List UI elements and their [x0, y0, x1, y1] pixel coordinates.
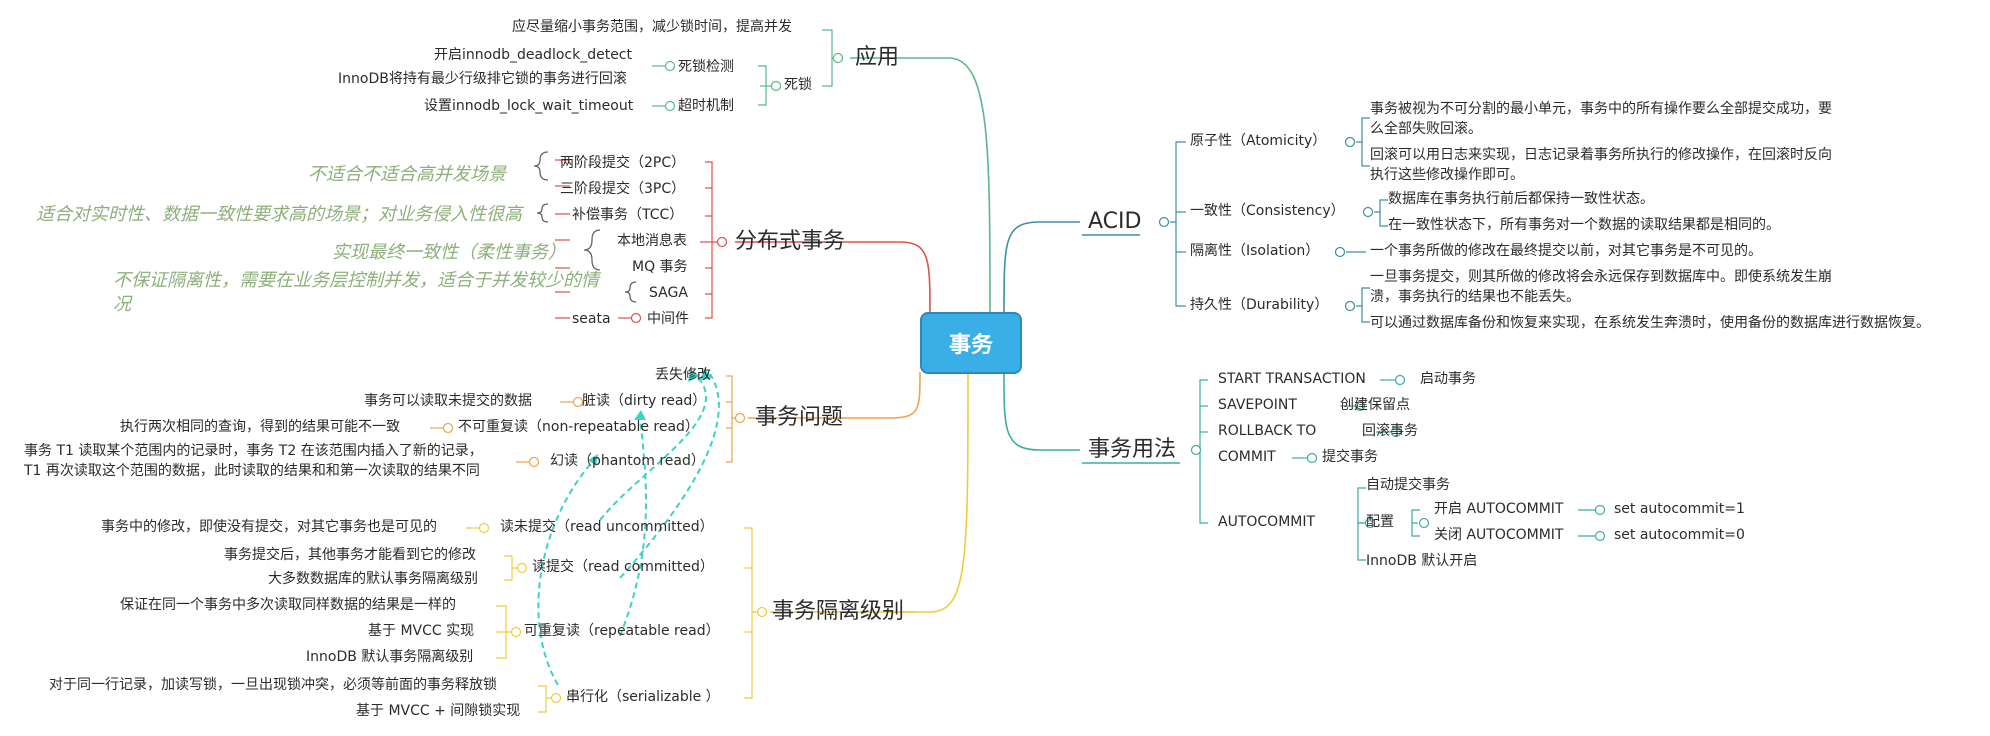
dist-saga[interactable]: SAGA [649, 285, 688, 301]
branch-isolation[interactable]: 事务隔离级别 [772, 599, 905, 624]
app-detect-label[interactable]: 死锁检测 [678, 59, 734, 75]
acid-durability-desc-3[interactable]: 可以通过数据库备份和恢复来实现，在系统发生奔溃时，使用备份的数据库进行数据恢复。 [1370, 315, 1930, 331]
usage-autocommit-on-value[interactable]: set autocommit=1 [1614, 501, 1745, 517]
acid-durability-desc-1[interactable]: 一旦事务提交，则其所做的修改将会永远保存到数据库中。即使系统发生崩 [1370, 269, 1832, 285]
usage-autocommit-off-value[interactable]: set autocommit=0 [1614, 527, 1745, 543]
acid-isolation-desc[interactable]: 一个事务所做的修改在最终提交以前，对其它事务是不可见的。 [1370, 243, 1762, 259]
acid-durability-desc-2[interactable]: 溃，事务执行的结果也不能丢失。 [1370, 289, 1580, 305]
app-timeout-opt[interactable]: 设置innodb_lock_wait_timeout [424, 98, 634, 114]
connector-usage [1003, 373, 1080, 451]
app-detect-opt1[interactable]: 开启innodb_deadlock_detect [434, 47, 632, 63]
prob-dirty-desc[interactable]: 事务可以读取未提交的数据 [364, 393, 532, 409]
usage-config[interactable]: 配置 [1366, 514, 1394, 530]
acid-isolation[interactable]: 隔离性（Isolation） [1190, 243, 1320, 259]
usage-rollback[interactable]: ROLLBACK TO [1218, 423, 1317, 439]
relation-arrowhead-3 [634, 410, 646, 420]
acid-consistency[interactable]: 一致性（Consistency） [1190, 203, 1345, 219]
usage-start-transaction[interactable]: START TRANSACTION [1218, 371, 1366, 387]
usage-savepoint[interactable]: SAVEPOINT [1218, 397, 1297, 413]
app-minimize[interactable]: 应尽量缩小事务范围，减少锁时间，提高并发 [512, 19, 792, 35]
acid-atomicity-desc-3[interactable]: 回滚可以用日志来实现，日志记录着事务所执行的修改操作，在回滚时反向 [1370, 147, 1832, 163]
relation-curve-ser-phantom [537, 459, 595, 686]
usage-rollback-desc[interactable]: 回滚事务 [1362, 423, 1418, 439]
acid-atomicity-desc-1[interactable]: 事务被视为不可分割的最小单元，事务中的所有操作要么全部提交成功，要 [1370, 101, 1832, 117]
prob-nonrepeatable[interactable]: 不可重复读（non-repeatable read） [458, 419, 699, 435]
usage-commit[interactable]: COMMIT [1218, 449, 1276, 465]
dist-tcc[interactable]: 补偿事务（TCC） [572, 207, 684, 223]
acid-atomicity-desc-4[interactable]: 执行这些修改操作即可。 [1370, 167, 1524, 183]
acid-atomicity[interactable]: 原子性（Atomicity） [1190, 133, 1327, 149]
usage-auto-desc[interactable]: 自动提交事务 [1366, 477, 1450, 493]
dist-note-tcc: 适合对实时性、数据一致性要求高的场景；对业务侵入性很高 [36, 204, 522, 225]
dist-mq[interactable]: MQ 事务 [632, 259, 688, 275]
acid-durability[interactable]: 持久性（Durability） [1190, 297, 1329, 313]
connector-prob [850, 371, 921, 419]
usage-autocommit[interactable]: AUTOCOMMIT [1218, 514, 1316, 530]
dist-note-local: 实现最终一致性（柔性事务） [332, 242, 566, 263]
dist-3pc[interactable]: 三阶段提交（3PC） [560, 181, 686, 197]
iso-repeatable-read[interactable]: 可重复读（repeatable read） [524, 623, 720, 639]
usage-innodb-default[interactable]: InnoDB 默认开启 [1366, 553, 1478, 569]
relation-arrowhead-1 [688, 370, 700, 382]
connector-dist [848, 241, 931, 317]
acid-consistency-desc-1[interactable]: 数据库在事务执行前后都保持一致性状态。 [1388, 191, 1654, 207]
relation-curve-rr-dirty [619, 417, 647, 637]
iso-ser-desc-1[interactable]: 对于同一行记录，加读写锁，一旦出现锁冲突，必须等前面的事务释放锁 [49, 677, 497, 693]
connector-iso [890, 373, 969, 613]
iso-ru-desc[interactable]: 事务中的修改，即使没有提交，对其它事务也是可见的 [101, 519, 437, 535]
prob-phantom-desc-2[interactable]: T1 再次读取这个范围的数据，此时读取的结果和和第一次读取的结果不同 [24, 463, 480, 479]
dist-note-saga-1: 不保证隔离性，需要在业务层控制并发，适合于并发较少的情 [113, 270, 599, 291]
dist-note-2pc: 不适合不适合高并发场景 [308, 164, 506, 185]
iso-read-committed[interactable]: 读提交（read committed） [532, 559, 714, 575]
acid-consistency-desc-2[interactable]: 在一致性状态下，所有事务对一个数据的读取结果都是相同的。 [1388, 217, 1780, 233]
branch-problems[interactable]: 事务问题 [755, 405, 844, 430]
iso-serializable[interactable]: 串行化（serializable ） [566, 689, 720, 705]
iso-ser-desc-2[interactable]: 基于 MVCC + 间隙锁实现 [356, 703, 521, 719]
root-node[interactable]: 事务 [920, 312, 1022, 374]
relation-curve-rc-lost [619, 373, 720, 579]
branch-acid[interactable]: ACID [1088, 209, 1142, 234]
dist-middleware[interactable]: 中间件 [647, 311, 689, 327]
iso-rc-desc-1[interactable]: 事务提交后，其他事务才能看到它的修改 [224, 547, 476, 563]
dist-2pc[interactable]: 两阶段提交（2PC） [560, 155, 686, 171]
relation-curve-ru-lost [599, 375, 707, 521]
iso-read-uncommitted[interactable]: 读未提交（read uncommitted） [500, 519, 714, 535]
branch-app[interactable]: 应用 [855, 45, 900, 70]
prob-dirty-read[interactable]: 脏读（dirty read） [582, 393, 707, 409]
usage-commit-desc[interactable]: 提交事务 [1322, 449, 1378, 465]
dist-note-saga-2: 况 [113, 294, 131, 315]
acid-atomicity-desc-2[interactable]: 么全部失败回滚。 [1370, 121, 1482, 137]
prob-lost-update[interactable]: 丢失修改 [655, 367, 711, 383]
usage-start-desc[interactable]: 启动事务 [1420, 371, 1476, 387]
dist-seata[interactable]: seata [572, 311, 611, 327]
app-detect-opt2[interactable]: InnoDB将持有最少行级排它锁的事务进行回滚 [338, 71, 627, 87]
iso-rr-desc-2[interactable]: 基于 MVCC 实现 [368, 623, 475, 639]
relation-arrowhead-2 [700, 368, 712, 380]
usage-savepoint-desc[interactable]: 创建保留点 [1340, 397, 1410, 413]
iso-rc-desc-2[interactable]: 大多数数据库的默认事务隔离级别 [268, 571, 478, 587]
app-deadlock[interactable]: 死锁 [784, 77, 812, 93]
usage-autocommit-on[interactable]: 开启 AUTOCOMMIT [1434, 501, 1564, 517]
dist-local-msg[interactable]: 本地消息表 [617, 233, 687, 249]
connector-app [920, 57, 991, 315]
relation-arrowhead-4 [588, 454, 598, 466]
app-timeout-label[interactable]: 超时机制 [678, 98, 734, 114]
usage-autocommit-off[interactable]: 关闭 AUTOCOMMIT [1434, 527, 1564, 543]
branch-distributed[interactable]: 分布式事务 [735, 229, 846, 254]
prob-phantom-read[interactable]: 幻读（phantom read） [550, 453, 705, 469]
iso-rr-desc-3[interactable]: InnoDB 默认事务隔离级别 [306, 649, 474, 665]
prob-nonrep-desc[interactable]: 执行两次相同的查询，得到的结果可能不一致 [120, 419, 400, 435]
connector-acid [1003, 221, 1080, 315]
iso-rr-desc-1[interactable]: 保证在同一个事务中多次读取同样数据的结果是一样的 [120, 597, 456, 613]
prob-phantom-desc-1[interactable]: 事务 T1 读取某个范围内的记录时，事务 T2 在该范围内插入了新的记录， [24, 443, 483, 459]
branch-usage[interactable]: 事务用法 [1088, 437, 1177, 462]
